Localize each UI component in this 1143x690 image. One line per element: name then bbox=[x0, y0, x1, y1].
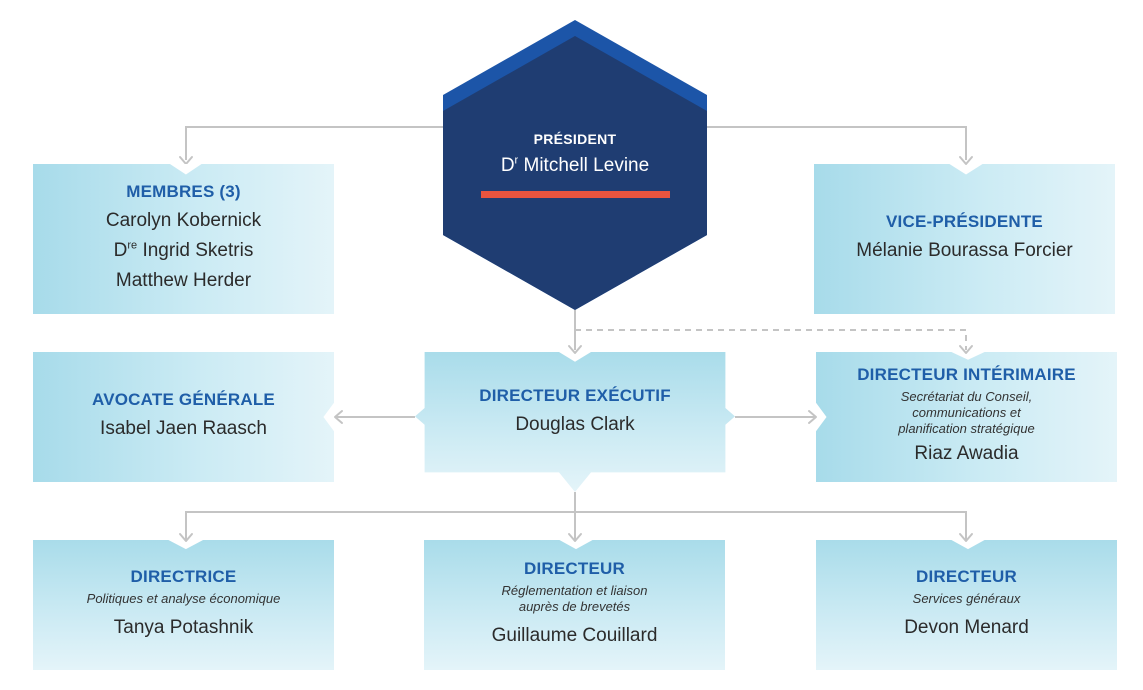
arrowhead bbox=[334, 410, 343, 424]
interim-director-name: Riaz Awadia bbox=[914, 443, 1019, 464]
arrowhead bbox=[959, 345, 973, 354]
arrowhead bbox=[568, 345, 582, 354]
president-label: PRÉSIDENT Dr Mitchell Levine bbox=[443, 131, 707, 177]
connector-president-members bbox=[185, 126, 443, 160]
director-policy-name: Tanya Potashnik bbox=[113, 617, 254, 638]
members-box-notch bbox=[171, 164, 201, 176]
member-name: Carolyn Kobernick bbox=[105, 210, 262, 231]
connector-president-interim-dashed bbox=[575, 329, 967, 350]
member-prefix: D bbox=[113, 240, 128, 261]
director-services-box: DIRECTEUR Services généraux Devon Menard bbox=[816, 540, 1117, 670]
arrowhead bbox=[179, 533, 193, 542]
interim-subtitle-line: Secrétariat du Conseil, bbox=[900, 389, 1033, 404]
director-regulation-name: Guillaume Couillard bbox=[491, 625, 658, 646]
member-name: Matthew Herder bbox=[115, 270, 252, 291]
interim-director-title: DIRECTEUR INTÉRIMAIRE bbox=[857, 365, 1076, 384]
arrowhead bbox=[959, 533, 973, 542]
director-policy-box: DIRECTRICE Politiques et analyse économi… bbox=[33, 540, 334, 670]
arrowhead bbox=[959, 156, 973, 165]
president-title: PRÉSIDENT bbox=[533, 131, 617, 147]
member-name: Dre Ingrid Sketris bbox=[114, 236, 254, 266]
interim-director-box: DIRECTEUR INTÉRIMAIRE Secrétariat du Con… bbox=[816, 352, 1117, 482]
executive-director-content: DIRECTEUR EXÉCUTIF Douglas Clark bbox=[479, 386, 671, 440]
regulation-subtitle-line: auprès de brevetés bbox=[518, 599, 631, 614]
arrowhead bbox=[568, 533, 582, 542]
regulation-subtitle-line: Réglementation et liaison bbox=[501, 583, 648, 598]
member-name-text: Ingrid Sketris bbox=[142, 240, 254, 261]
members-title: MEMBRES (3) bbox=[126, 182, 241, 201]
general-counsel-title: AVOCATE GÉNÉRALE bbox=[92, 390, 275, 409]
president-prefix-sup: r bbox=[514, 154, 519, 167]
executive-director-title: DIRECTEUR EXÉCUTIF bbox=[479, 386, 671, 405]
vice-president-title: VICE-PRÉSIDENTE bbox=[886, 212, 1043, 231]
members-box: MEMBRES (3) Carolyn Kobernick Dre Ingrid… bbox=[33, 164, 334, 314]
general-counsel-name: Isabel Jaen Raasch bbox=[100, 418, 267, 439]
director-services-title: DIRECTEUR bbox=[916, 567, 1017, 586]
executive-director-name: Douglas Clark bbox=[515, 414, 635, 435]
director-policy-title: DIRECTRICE bbox=[130, 567, 237, 586]
director-services-subtitle: Services généraux bbox=[912, 591, 1021, 606]
general-counsel-box: AVOCATE GÉNÉRALE Isabel Jaen Raasch bbox=[33, 352, 334, 482]
president-name: Dr Mitchell Levine bbox=[443, 155, 707, 177]
president-accent-line bbox=[481, 191, 670, 198]
member-prefix-sup: re bbox=[127, 239, 138, 252]
connector-president-vp bbox=[707, 126, 967, 160]
interim-subtitle-line: planification stratégique bbox=[898, 421, 1035, 436]
president-hexagon bbox=[443, 36, 707, 310]
director-policy-subtitle: Politiques et analyse économique bbox=[86, 591, 281, 606]
vice-president-name: Mélanie Bourassa Forcier bbox=[856, 240, 1073, 261]
executive-director-box: DIRECTEUR EXÉCUTIF Douglas Clark bbox=[415, 352, 735, 492]
director-services-name: Devon Menard bbox=[904, 617, 1029, 638]
director-regulation-title: DIRECTEUR bbox=[524, 559, 625, 578]
director-regulation-box: DIRECTEUR Réglementation et liaison aupr… bbox=[424, 540, 725, 670]
president-name-text: Mitchell Levine bbox=[518, 155, 650, 176]
interim-subtitle-line: communications et bbox=[912, 405, 1021, 420]
president-prefix: D bbox=[500, 155, 515, 176]
connector-bottom-bus bbox=[185, 511, 967, 540]
director-regulation-subtitle: Réglementation et liaison auprès de brev… bbox=[502, 583, 648, 615]
arrowhead bbox=[808, 410, 817, 424]
vice-president-box: VICE-PRÉSIDENTE Mélanie Bourassa Forcier bbox=[814, 164, 1115, 314]
interim-director-subtitle: Secrétariat du Conseil, communications e… bbox=[898, 389, 1035, 437]
